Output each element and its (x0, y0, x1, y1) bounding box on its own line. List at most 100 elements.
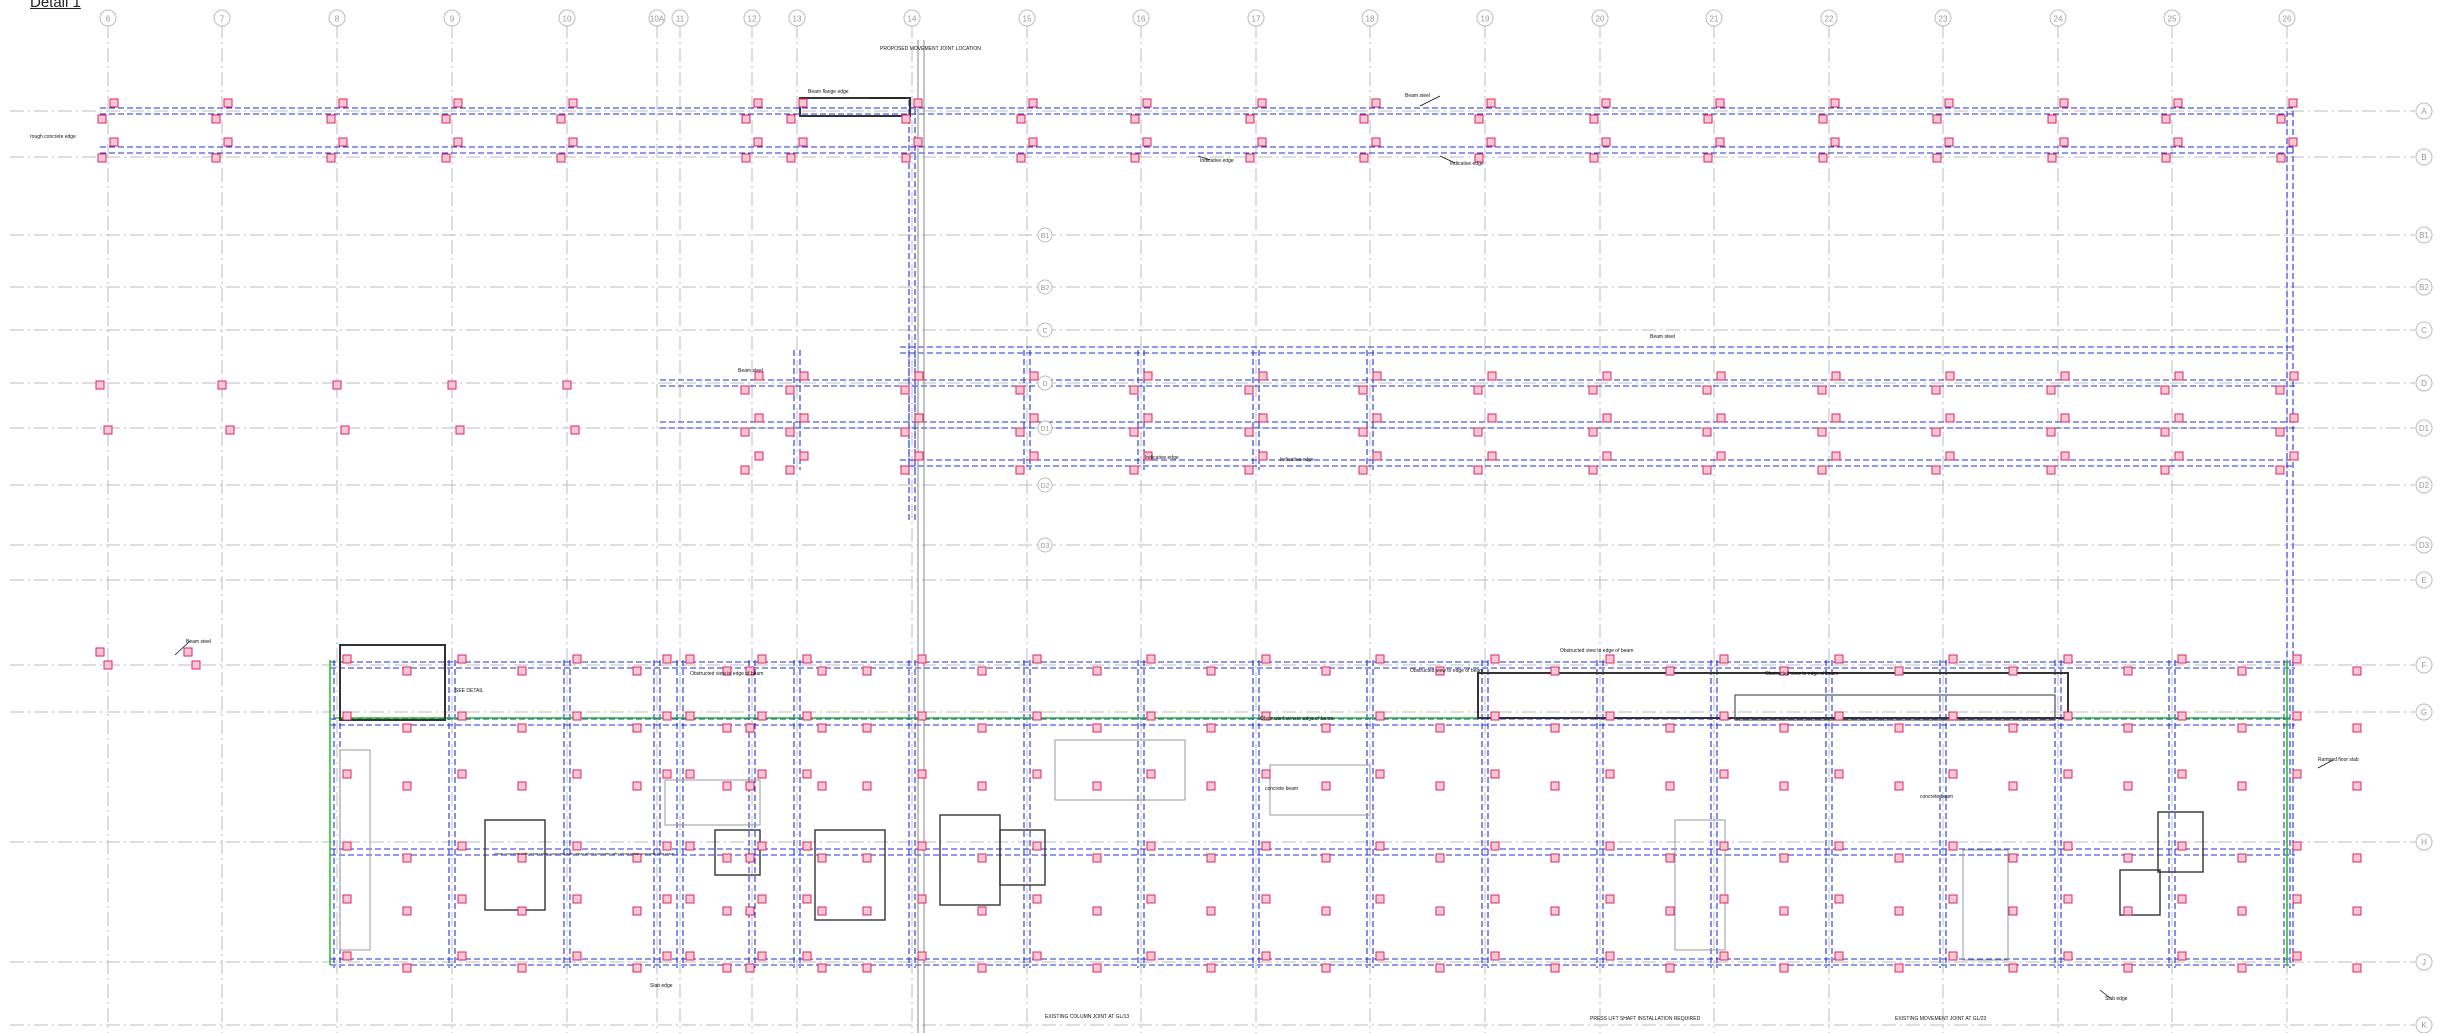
column-marker (1092, 963, 1102, 973)
column-marker (1818, 114, 1828, 124)
column-marker (2174, 371, 2184, 381)
column-marker (2008, 666, 2018, 676)
column-marker (568, 98, 578, 108)
column-marker (1831, 413, 1841, 423)
column-marker (2275, 385, 2285, 395)
column-marker (2237, 906, 2247, 916)
column-marker (632, 666, 642, 676)
annotation-note: Beam steel (1405, 93, 1430, 99)
column-marker (2160, 385, 2170, 395)
column-marker (1944, 137, 1954, 147)
grid-bubble (2415, 278, 2433, 296)
column-marker (2177, 769, 2187, 779)
column-marker (1092, 781, 1102, 791)
grid-bubble (1037, 322, 1053, 338)
column-marker (1945, 451, 1955, 461)
bay-outlines (339, 97, 2204, 961)
grid-row-label: C (1042, 328, 1047, 335)
grid-row-label: D1 (2419, 424, 2430, 433)
column-marker (1894, 666, 1904, 676)
grid-bubble (1247, 9, 1265, 27)
column-marker (1206, 781, 1216, 791)
column-marker (1244, 427, 1254, 437)
grid-bubble (743, 9, 761, 27)
grid-bubble (1591, 9, 1609, 27)
grid-row-label: B2 (2419, 283, 2429, 292)
column-marker (722, 963, 732, 973)
column-marker (1834, 711, 1844, 721)
column-marker (2177, 951, 2187, 961)
column-marker (1550, 963, 1560, 973)
grid-column-label: 19 (1481, 15, 1490, 24)
annotation-note: Indicative edge (1280, 457, 1314, 463)
column-marker (1261, 769, 1271, 779)
column-marker (799, 451, 809, 461)
column-marker (1375, 654, 1385, 664)
column-marker (1948, 769, 1958, 779)
column-marker (1473, 427, 1483, 437)
annotation-note: Slab edge (2105, 996, 2128, 1002)
leader-line (2317, 759, 2334, 769)
column-marker (1779, 906, 1789, 916)
column-marker (1834, 894, 1844, 904)
column-marker (402, 963, 412, 973)
column-marker (1948, 654, 1958, 664)
column-marker (977, 666, 987, 676)
column-marker (1588, 385, 1598, 395)
column-marker (1605, 769, 1615, 779)
grid-bubble (213, 9, 231, 27)
column-marker (1605, 894, 1615, 904)
column-marker (977, 723, 987, 733)
column-marker (447, 380, 457, 390)
column-marker (2177, 894, 2187, 904)
column-marker (754, 371, 764, 381)
grid-bubble (2415, 476, 2433, 494)
column-marker (757, 894, 767, 904)
column-marker (556, 153, 566, 163)
column-marker (1602, 451, 1612, 461)
column-marker (685, 951, 695, 961)
column-marker (402, 906, 412, 916)
column-marker (1016, 153, 1026, 163)
column-marker (1321, 781, 1331, 791)
column-marker (1029, 413, 1039, 423)
column-marker (2275, 465, 2285, 475)
column-marker (1372, 371, 1382, 381)
column-marker (802, 951, 812, 961)
column-marker (1948, 711, 1958, 721)
column-marker (1371, 98, 1381, 108)
column-marker (862, 963, 872, 973)
grid-row-label: A (2421, 107, 2427, 116)
column-marker (1665, 781, 1675, 791)
column-marker (1321, 723, 1331, 733)
column-marker (1490, 769, 1500, 779)
column-marker (1818, 153, 1828, 163)
column-marker (2160, 427, 2170, 437)
column-marker (2008, 781, 2018, 791)
column-marker (1028, 137, 1038, 147)
column-marker (977, 906, 987, 916)
grid-row-label: B2 (1041, 285, 1050, 292)
column-marker (799, 371, 809, 381)
column-marker (1779, 666, 1789, 676)
column-marker (1487, 413, 1497, 423)
column-marker (900, 385, 910, 395)
column-marker (1142, 98, 1152, 108)
column-marker (685, 654, 695, 664)
leader-line (1419, 95, 1441, 107)
column-marker (338, 98, 348, 108)
column-marker (1702, 465, 1712, 475)
column-marker (457, 841, 467, 851)
column-marker (2160, 465, 2170, 475)
column-marker (745, 781, 755, 791)
column-marker (1358, 427, 1368, 437)
column-marker (2237, 781, 2247, 791)
column-marker (2046, 427, 2056, 437)
grid-bubble (2415, 833, 2433, 851)
column-marker (103, 425, 113, 435)
column-marker (2161, 153, 2171, 163)
grid-bubble (1705, 9, 1723, 27)
column-marker (745, 963, 755, 973)
column-marker (2123, 723, 2133, 733)
